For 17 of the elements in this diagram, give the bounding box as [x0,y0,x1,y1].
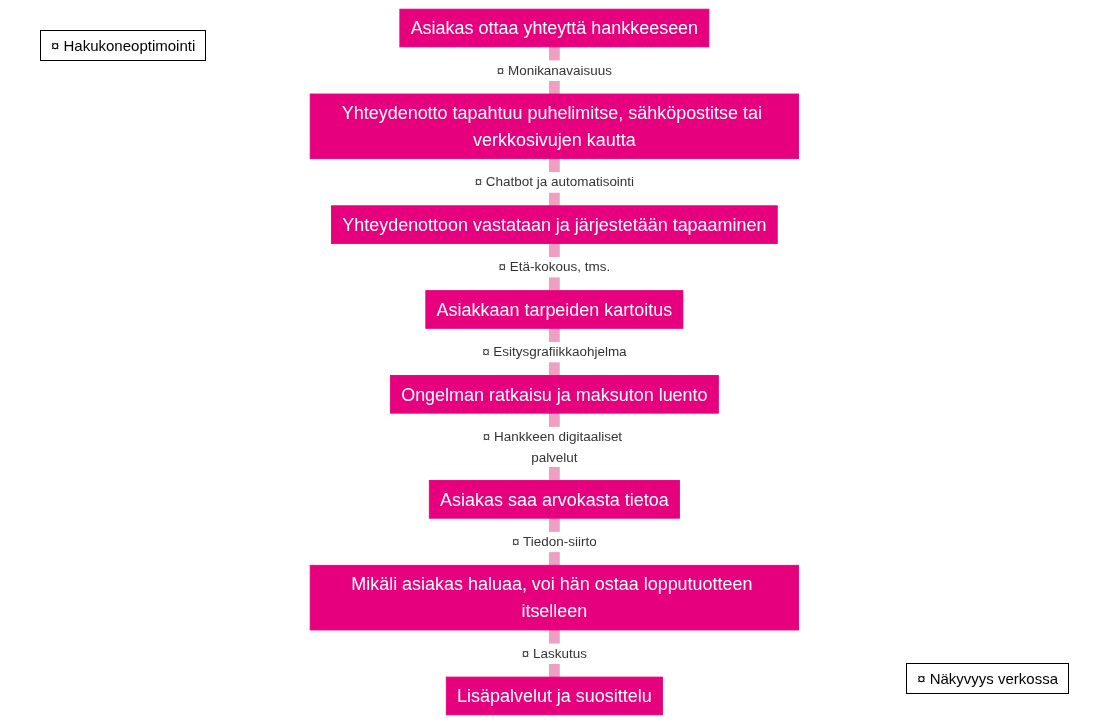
edge-label: ¤ Laskutus [521,645,588,661]
node-box: Asiakas ottaa yhteyttä hankkeeseen [399,8,710,48]
node-box: Yhteydenottoon vastataan ja järjestetään tapaaminen [331,205,778,244]
node-box: Lisäpalvelut ja suosittelu [445,676,664,716]
edge-label: ¤ Chatbot ja automatisointi [474,173,635,190]
edge-label: ¤ Etä-kokous, tms. [498,258,611,275]
note-text: ¤ Hakukoneoptimointi [40,30,207,61]
node-box: Mikäli asiakas haluaa, voi hän ostaa lopputuotteen itselleen [309,564,800,631]
edge-label: ¤ Monikanavaisuus [496,62,613,78]
node-box: Ongelman ratkaisu ja maksuton luento [390,375,719,414]
edge-label: ¤ Hankkeen digitaaliset palvelut [483,428,623,464]
edge-label: ¤ Esitysgrafiikkaohjelma [482,343,627,359]
node-box: Asiakkaan tarpeiden kartoitus [425,290,684,329]
edge-label: ¤ Tiedon-siirto [512,533,597,549]
node-box: Yhteydenotto tapahtuu puhelimitse, sähköpostitse tai verkkosivujen kautta [309,93,800,160]
node-box: Asiakas saa arvokasta tietoa [429,480,680,519]
note-text: ¤ Näkyvyys verkossa [906,663,1069,694]
